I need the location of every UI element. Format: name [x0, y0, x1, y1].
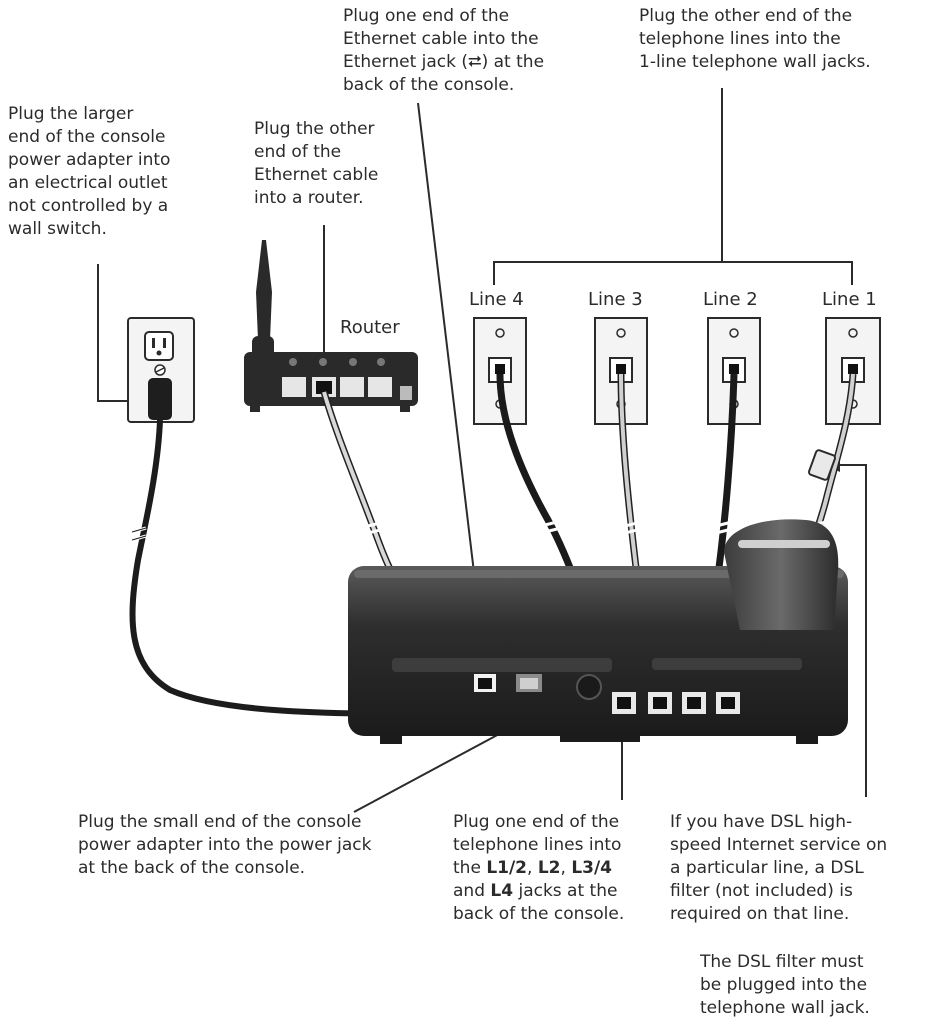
- jack-name-l12: L1/2: [486, 858, 528, 878]
- note-line: telephone lines into: [453, 835, 622, 855]
- note-line: Ethernet cable: [254, 165, 379, 185]
- note-line: Plug the other end of the: [639, 6, 853, 26]
- label-line3: Line 3: [588, 289, 643, 310]
- label-line4: Line 4: [469, 289, 524, 310]
- note-line: the L1/2, L2, L3/4: [453, 857, 624, 880]
- note-line: power adapter into the power jack: [78, 835, 372, 855]
- leader-dsl: [835, 464, 867, 797]
- note-router-cable: Plug the other end of the Ethernet cable…: [254, 118, 378, 210]
- note-line: If you have DSL high-: [670, 812, 853, 832]
- leader-lines: [97, 88, 867, 813]
- note-line: Ethernet cable into the: [343, 29, 539, 49]
- note-wall-jacks: Plug the other end of the telephone line…: [639, 5, 871, 74]
- note-dsl-filter: The DSL filter must be plugged into the …: [700, 951, 870, 1020]
- label-line1: Line 1: [822, 289, 877, 310]
- note-line: The DSL filter must: [700, 952, 864, 972]
- text-run: jacks at the: [513, 881, 618, 901]
- note-line: Plug the larger: [8, 104, 134, 124]
- text-run: and: [453, 881, 491, 901]
- leader-walljack-bracket: [493, 261, 853, 285]
- note-line: be plugged into the: [700, 975, 868, 995]
- dsl-filter-icon: [808, 449, 836, 481]
- note-line: at the back of the console.: [78, 858, 306, 878]
- note-console-jacks: Plug one end of the telephone lines into…: [453, 811, 624, 926]
- note-power-outlet: Plug the larger end of the console power…: [8, 103, 170, 241]
- note-power-jack: Plug the small end of the console power …: [78, 811, 371, 880]
- note-line: filter (not included) is: [670, 881, 853, 901]
- note-line: speed Internet service on: [670, 835, 888, 855]
- note-line: power adapter into: [8, 150, 171, 170]
- note-line: into a router.: [254, 188, 364, 208]
- jack-name-l34: L3/4: [571, 858, 613, 878]
- note-line: back of the console.: [453, 904, 625, 924]
- note-line: and L4 jacks at the: [453, 880, 624, 903]
- note-line: a particular line, a DSL: [670, 858, 864, 878]
- console-icon: [348, 519, 848, 744]
- note-line: 1-line telephone wall jacks.: [639, 52, 871, 72]
- text-run: ,: [527, 858, 538, 878]
- note-line: required on that line.: [670, 904, 850, 924]
- jack-name-l4: L4: [490, 881, 514, 901]
- note-line: end of the console: [8, 127, 166, 147]
- router-icon: [244, 240, 418, 412]
- power-cord-break-lines: [131, 527, 147, 541]
- note-line: Plug one end of the: [343, 6, 510, 26]
- label-router: Router: [340, 317, 400, 338]
- note-line: back of the console.: [343, 75, 515, 95]
- note-line: end of the: [254, 142, 342, 162]
- note-line: wall switch.: [8, 219, 107, 239]
- note-line: an electrical outlet: [8, 173, 168, 193]
- note-line: not controlled by a: [8, 196, 169, 216]
- jack-name-l2: L2: [537, 858, 561, 878]
- note-line: telephone lines into the: [639, 29, 841, 49]
- text-run: the: [453, 858, 487, 878]
- leader-outlet: [97, 264, 138, 402]
- note-line: Ethernet jack (⮂) at the: [343, 52, 545, 72]
- wall-jack-line1: [825, 317, 881, 425]
- note-line: telephone wall jack.: [700, 998, 870, 1018]
- note-dsl: If you have DSL high- speed Internet ser…: [670, 811, 887, 926]
- text-run: ,: [560, 858, 572, 878]
- note-ethernet-jack: Plug one end of the Ethernet cable into …: [343, 5, 544, 97]
- label-line2: Line 2: [703, 289, 758, 310]
- note-line: Plug one end of the: [453, 812, 620, 832]
- power-outlet-icon: [127, 317, 195, 423]
- note-line: Plug the other: [254, 119, 375, 139]
- note-line: Plug the small end of the console: [78, 812, 362, 832]
